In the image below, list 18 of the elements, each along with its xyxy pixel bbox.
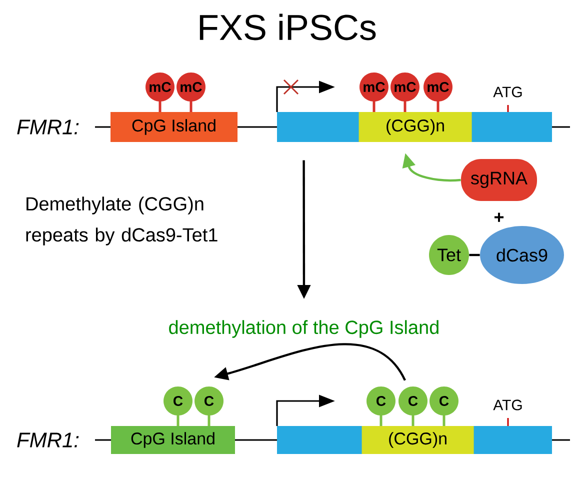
repeat-region: (CGG)n <box>362 426 474 454</box>
cpg-island-box: CpG Island <box>110 112 238 142</box>
repeat-region: (CGG)n <box>358 112 472 142</box>
gene-name: FMR1: <box>17 432 79 448</box>
linker <box>469 254 480 256</box>
plus-sign: + <box>494 212 504 222</box>
cytosine-lollipop: C <box>366 386 396 426</box>
annotation-text: Demethylate (CGG)n repeats by dCas9-Tet1 <box>26 196 218 246</box>
codon-label: ATG <box>493 400 522 410</box>
gene-name: FMR1: <box>17 120 79 134</box>
cpg-island-box: CpG Island <box>111 426 235 454</box>
cytosine-lollipop: C <box>164 386 192 426</box>
cytosine-lollipop: C <box>194 386 224 426</box>
cytosine-lollipop: C <box>430 386 458 426</box>
cytosine-lollipop: C <box>398 386 428 426</box>
codon-label: ATG <box>493 86 522 98</box>
annotation-text: demethylation of the CpG Island <box>169 320 438 338</box>
title: FXS iPSCs <box>200 14 376 40</box>
